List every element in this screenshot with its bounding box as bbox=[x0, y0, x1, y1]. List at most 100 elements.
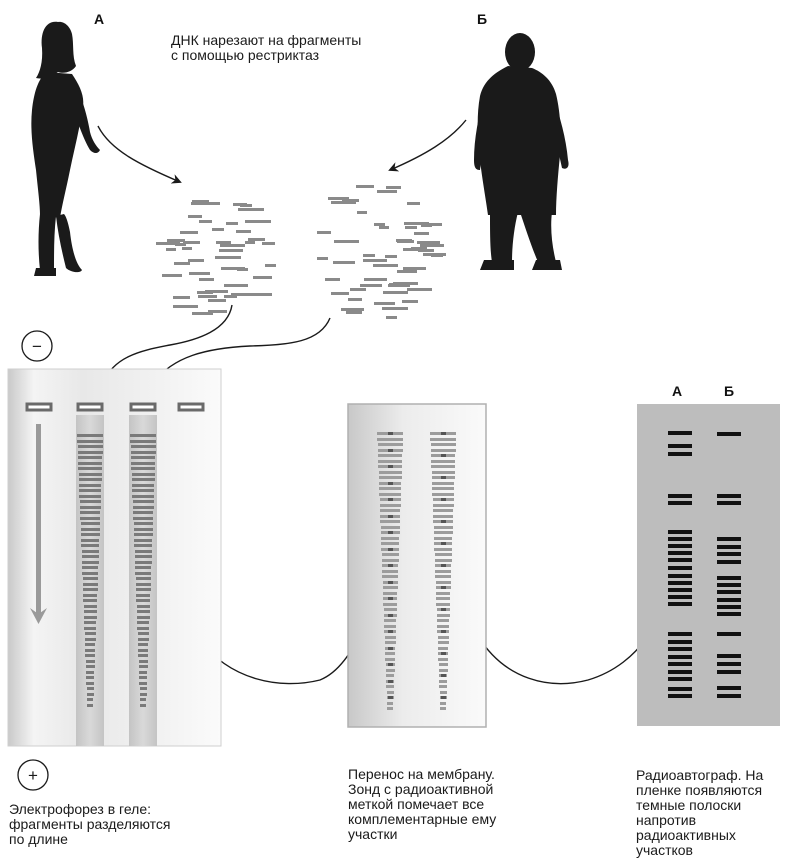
membrane-band bbox=[382, 553, 399, 556]
gel-band bbox=[82, 566, 98, 569]
gel-band bbox=[135, 555, 152, 558]
dna-fragment bbox=[334, 240, 359, 243]
gel-band bbox=[82, 555, 99, 558]
gel-band bbox=[86, 671, 94, 674]
membrane-band bbox=[438, 636, 449, 639]
restriction-caption-line: ДНК нарезают на фрагменты bbox=[171, 32, 362, 48]
membrane bbox=[347, 403, 487, 728]
membrane-band bbox=[378, 443, 403, 446]
dna-fragment bbox=[407, 202, 420, 205]
gel-bands-a bbox=[77, 434, 103, 707]
membrane-band-marked bbox=[388, 614, 393, 617]
membrane-band-marked bbox=[441, 454, 446, 457]
gel-band bbox=[80, 517, 100, 520]
gel-band bbox=[137, 627, 149, 630]
membrane-band bbox=[438, 658, 448, 661]
membrane-band-marked bbox=[388, 465, 393, 468]
membrane-band bbox=[435, 575, 451, 578]
dna-fragment bbox=[386, 186, 401, 189]
membrane-band bbox=[377, 438, 403, 441]
dna-fragment bbox=[360, 284, 382, 287]
film-band bbox=[717, 670, 741, 674]
dna-fragment bbox=[174, 262, 190, 265]
membrane-band bbox=[437, 614, 450, 617]
membrane-band-marked bbox=[441, 652, 446, 655]
film-band bbox=[668, 574, 692, 578]
membrane-band bbox=[385, 658, 395, 661]
dna-fragment bbox=[357, 211, 367, 214]
gel-band bbox=[83, 594, 97, 597]
person-a-label: А bbox=[94, 11, 104, 27]
gel-band bbox=[83, 583, 98, 586]
dna-fragment bbox=[191, 202, 215, 205]
gel-band bbox=[78, 456, 102, 459]
gel-band bbox=[83, 599, 97, 602]
gel-band bbox=[131, 445, 156, 448]
gel-band bbox=[134, 544, 152, 547]
dna-fragment bbox=[333, 261, 355, 264]
membrane-band-marked bbox=[388, 630, 393, 633]
film-band bbox=[668, 655, 692, 659]
electrophoresis-caption-line: по длине bbox=[9, 831, 68, 847]
gel-band bbox=[133, 517, 153, 520]
film-band bbox=[668, 670, 692, 674]
membrane-band bbox=[431, 449, 456, 452]
gel-band bbox=[81, 533, 100, 536]
dna-fragment bbox=[251, 293, 272, 296]
gel-band bbox=[140, 704, 146, 707]
gel-band bbox=[84, 621, 96, 624]
membrane-band bbox=[433, 515, 453, 518]
autoradiograph-caption-line: темные полоски bbox=[636, 797, 742, 813]
gel-band bbox=[137, 616, 150, 619]
gel-band bbox=[85, 643, 95, 646]
membrane-band bbox=[382, 575, 398, 578]
film-band bbox=[717, 537, 741, 541]
dna-fragment bbox=[236, 230, 251, 233]
dna-fragment bbox=[167, 239, 185, 242]
gel-band bbox=[81, 522, 100, 525]
dna-fragment bbox=[397, 240, 414, 243]
membrane-band bbox=[379, 471, 402, 474]
membrane-band bbox=[438, 647, 448, 650]
gel-well-1 bbox=[25, 402, 53, 412]
membrane-band-marked bbox=[441, 476, 446, 479]
membrane-band bbox=[437, 619, 449, 622]
gel-band bbox=[81, 539, 99, 542]
dna-fragment bbox=[245, 220, 271, 223]
gel-band bbox=[85, 654, 95, 657]
membrane-band bbox=[431, 443, 456, 446]
membrane-band bbox=[383, 586, 398, 589]
film-band bbox=[668, 581, 692, 585]
membrane-band bbox=[378, 460, 402, 463]
dna-fragment bbox=[424, 223, 442, 226]
dna-fragment bbox=[325, 278, 340, 281]
dna-fragment bbox=[175, 243, 186, 246]
minus-sign: − bbox=[32, 337, 42, 356]
film-band bbox=[717, 432, 741, 436]
gel-band bbox=[77, 440, 103, 443]
film-band bbox=[668, 530, 692, 534]
dna-fragment bbox=[156, 242, 180, 245]
gel-band bbox=[78, 467, 102, 470]
dna-fragment bbox=[199, 220, 212, 223]
film-band bbox=[668, 647, 692, 651]
gel-well-4 bbox=[177, 402, 205, 412]
membrane-band-marked bbox=[388, 449, 393, 452]
gel-lane-b bbox=[129, 415, 157, 746]
dna-fragment bbox=[180, 231, 190, 234]
arrow-membrane-to-film bbox=[477, 634, 650, 685]
dna-fragment bbox=[386, 316, 397, 319]
gel-band bbox=[78, 451, 103, 454]
gel-band bbox=[132, 478, 155, 481]
dna-fragment bbox=[397, 270, 417, 273]
membrane-band bbox=[440, 702, 446, 705]
electrophoresis-caption-line: фрагменты разделяются bbox=[9, 816, 171, 832]
membrane-band-marked bbox=[388, 548, 393, 551]
transfer-caption-line: меткой помечает все bbox=[348, 796, 485, 812]
membrane-band-marked bbox=[441, 432, 446, 435]
gel-band bbox=[78, 445, 103, 448]
gel-band bbox=[79, 484, 101, 487]
membrane-band bbox=[432, 482, 454, 485]
gel-band bbox=[131, 451, 156, 454]
membrane-band bbox=[435, 570, 451, 573]
